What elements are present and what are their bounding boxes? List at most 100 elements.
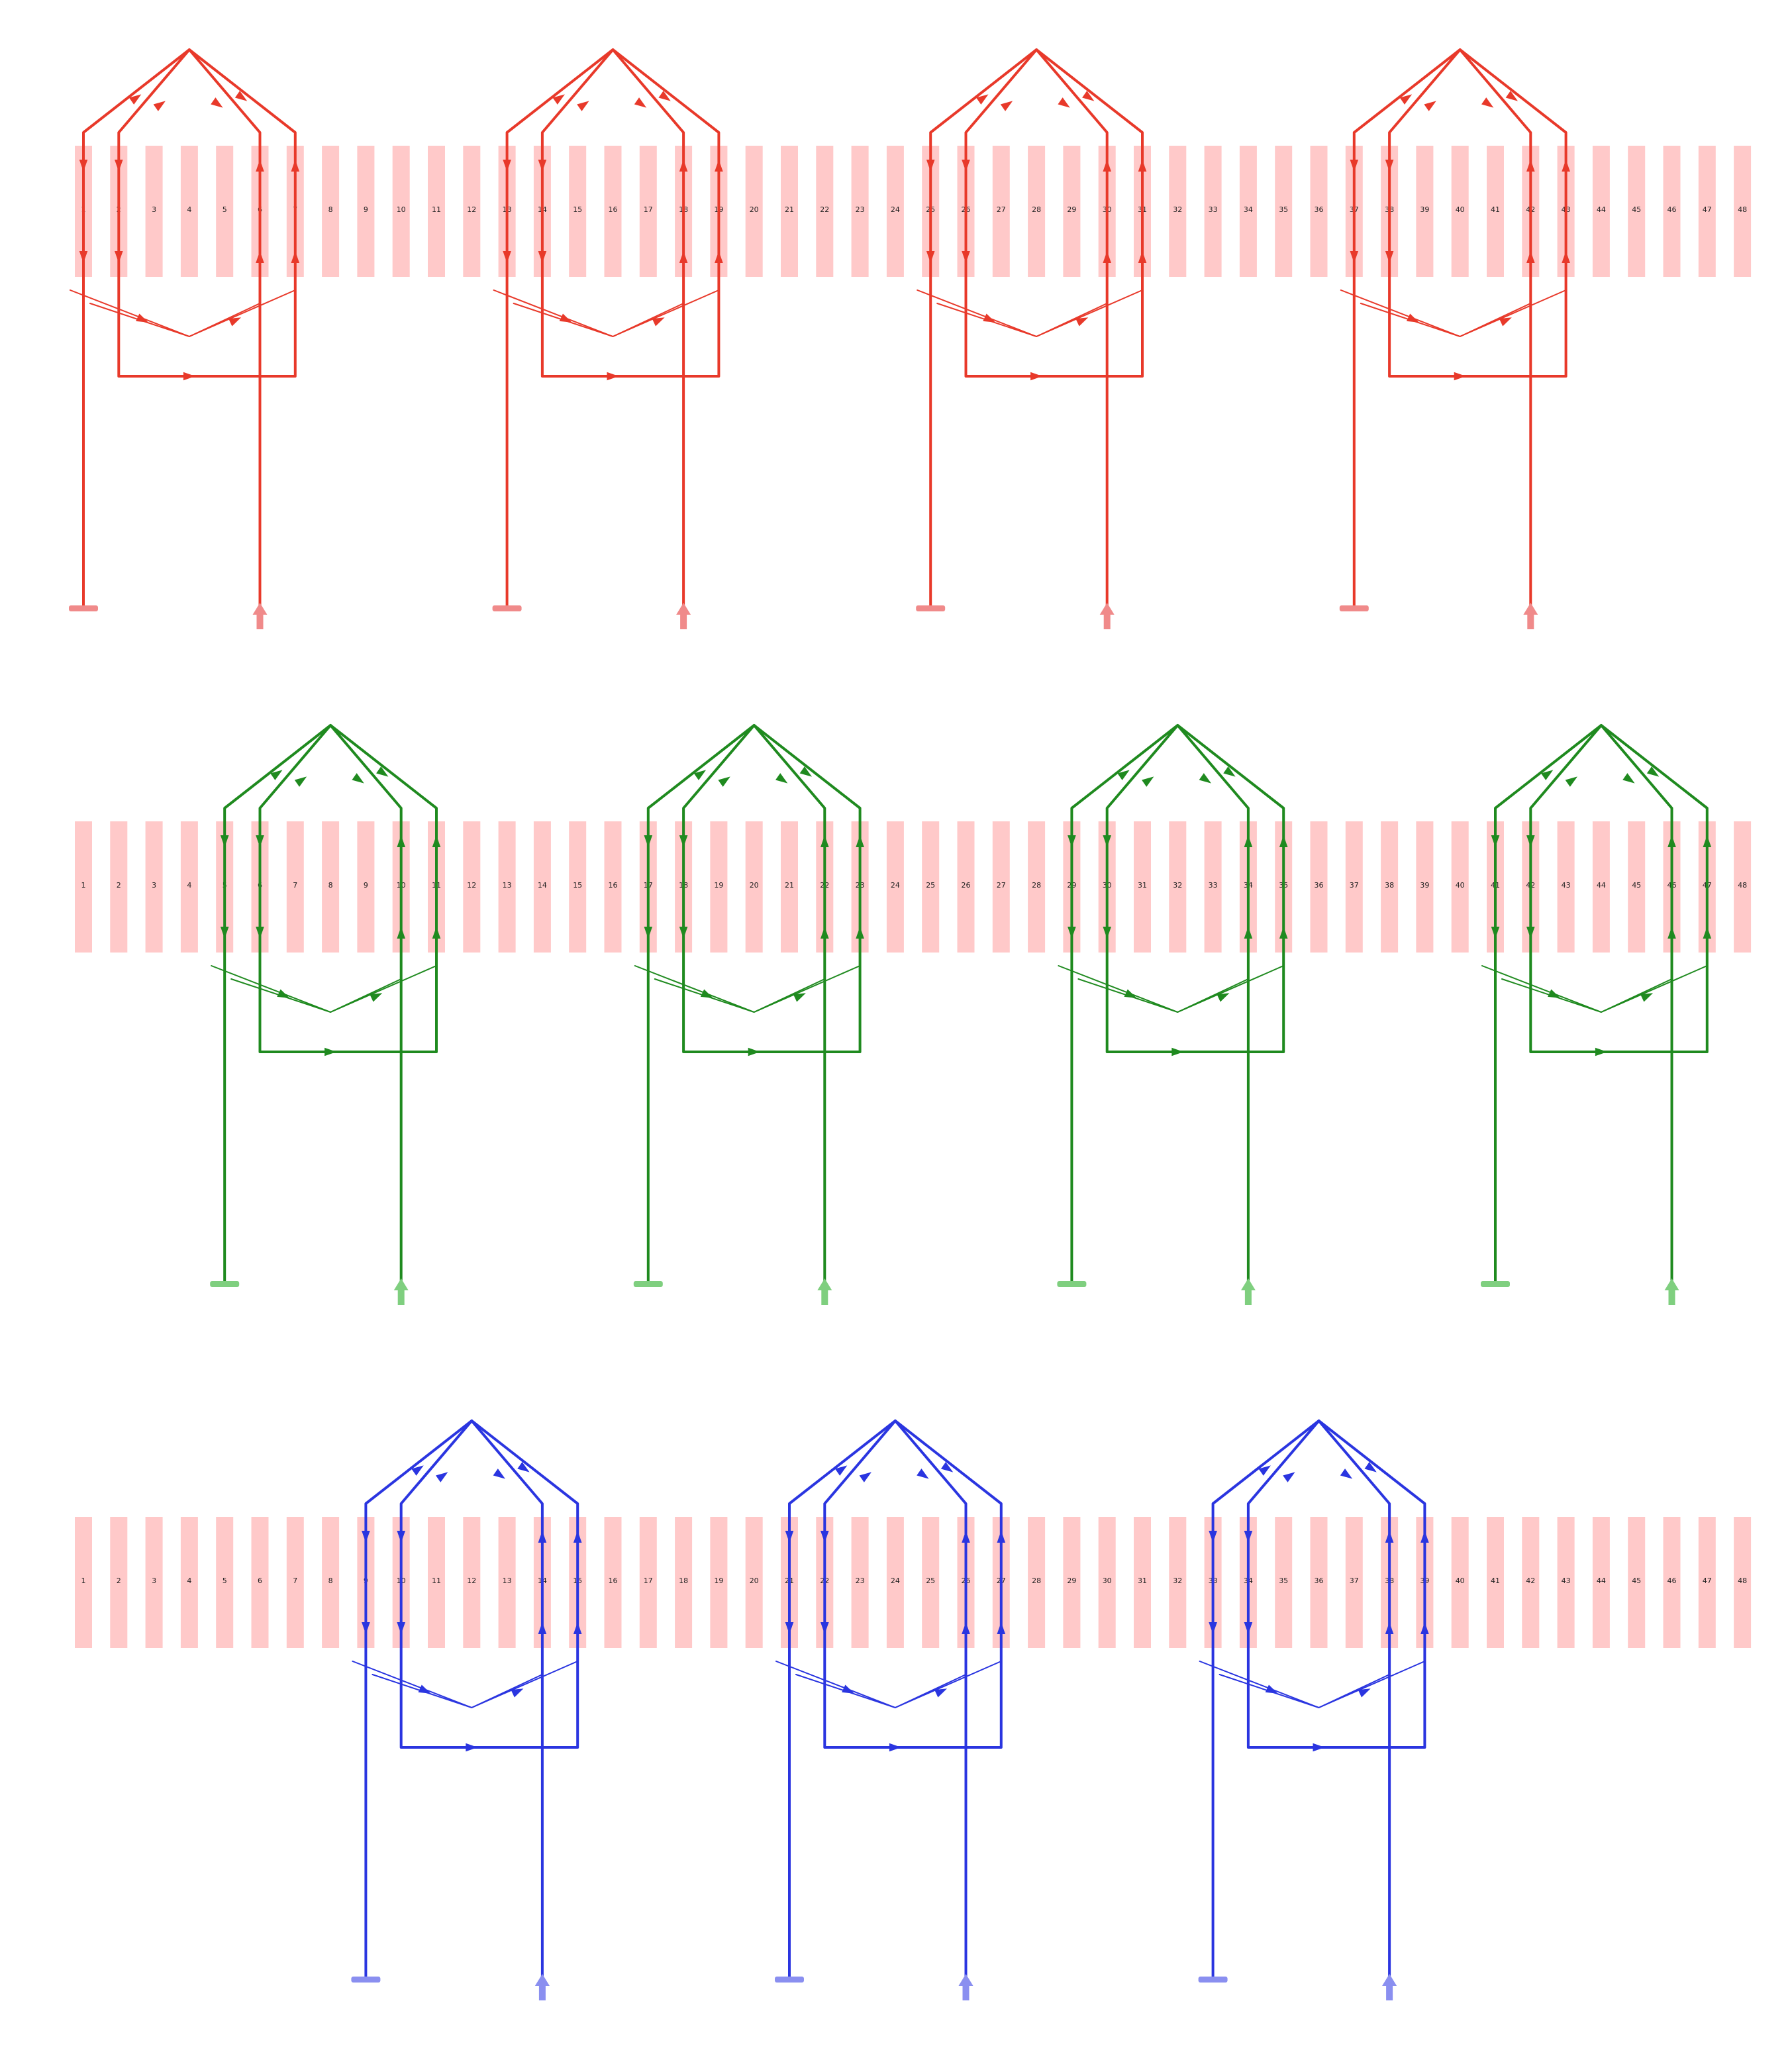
slot-number: 1 xyxy=(81,881,86,890)
direction-arrow-icon xyxy=(362,1531,370,1543)
direction-arrow-icon xyxy=(718,776,730,787)
slot xyxy=(851,146,869,277)
terminal-arrow-shape xyxy=(1523,603,1538,629)
arrow-head xyxy=(679,835,688,847)
slot xyxy=(1451,146,1469,277)
slot xyxy=(604,146,622,277)
terminal-bar-icon xyxy=(1198,1977,1228,1983)
arrow-head xyxy=(538,160,547,172)
slot xyxy=(1592,146,1610,277)
slot xyxy=(1628,1517,1646,1648)
direction-arrow-icon xyxy=(411,1465,424,1476)
direction-arrow-icon xyxy=(466,1743,478,1752)
arrow-head xyxy=(256,160,264,172)
slot xyxy=(1063,146,1081,277)
direction-arrow-icon xyxy=(1565,776,1577,787)
slot xyxy=(1063,1517,1081,1648)
direction-arrow-icon xyxy=(652,317,665,327)
direction-arrow-icon xyxy=(1350,160,1359,172)
arrow-head xyxy=(211,97,223,108)
slot xyxy=(1098,1517,1116,1648)
arrow-head xyxy=(1622,773,1635,784)
slot-number: 41 xyxy=(1491,205,1500,214)
arrow-head xyxy=(573,1622,582,1634)
slot-number: 40 xyxy=(1456,205,1465,214)
arrow-head xyxy=(1209,1531,1217,1543)
terminal-arrow-shape xyxy=(1099,603,1115,629)
slot-number: 40 xyxy=(1456,881,1465,890)
terminal-bar-icon xyxy=(775,1977,804,1983)
arrow-head xyxy=(1491,927,1500,939)
arrow-head xyxy=(183,372,195,381)
outer-coil-wire xyxy=(505,48,685,609)
slot-number: 21 xyxy=(785,205,794,214)
slot xyxy=(745,146,763,277)
slot-number: 15 xyxy=(573,205,582,214)
direction-arrow-icon xyxy=(1406,313,1419,323)
slot xyxy=(1698,146,1716,277)
slot-number: 17 xyxy=(644,1576,653,1585)
direction-arrow-icon xyxy=(889,1743,901,1752)
arrow-head xyxy=(1406,313,1419,323)
direction-arrow-icon xyxy=(1279,835,1288,847)
slot-number: 35 xyxy=(1279,1576,1288,1585)
slot-number: 31 xyxy=(1138,1576,1147,1585)
arrow-head xyxy=(291,251,300,263)
slot xyxy=(322,1517,340,1648)
slot xyxy=(1345,1517,1363,1648)
direction-arrow-icon xyxy=(1358,1688,1371,1698)
arrow-head xyxy=(1526,160,1535,172)
slot-number: 35 xyxy=(1279,205,1288,214)
arrow-head xyxy=(397,835,406,847)
slot-number: 28 xyxy=(1032,1576,1041,1585)
slot-number: 29 xyxy=(1067,205,1076,214)
direction-arrow-icon xyxy=(1283,1472,1295,1482)
direction-arrow-icon xyxy=(256,160,264,172)
arrow-head xyxy=(1265,1684,1278,1694)
direction-arrow-icon xyxy=(538,251,547,263)
direction-arrow-icon xyxy=(1364,1462,1377,1472)
direction-arrow-icon xyxy=(693,770,707,780)
arrow-head xyxy=(1385,1622,1394,1634)
arrow-head xyxy=(634,97,647,108)
slot xyxy=(1310,146,1328,277)
slot xyxy=(1416,146,1434,277)
arrow-head xyxy=(511,1688,524,1698)
slot-number: 20 xyxy=(750,881,759,890)
slot-number: 5 xyxy=(223,1576,227,1585)
slot xyxy=(1698,1517,1716,1648)
slot xyxy=(781,146,798,277)
slot-number: 23 xyxy=(856,1576,865,1585)
terminal-arrow-shape xyxy=(817,1278,832,1305)
direction-arrow-icon xyxy=(352,773,364,784)
slot-number: 28 xyxy=(1032,205,1041,214)
slot-number: 29 xyxy=(1067,1576,1076,1585)
direction-arrow-icon xyxy=(115,160,123,172)
arrow-head xyxy=(370,993,383,1002)
slot-number: 12 xyxy=(467,1576,476,1585)
arrow-head xyxy=(1258,1465,1271,1476)
end-connection-wire xyxy=(372,1674,543,1708)
slot-number: 22 xyxy=(820,205,829,214)
direction-arrow-icon xyxy=(1399,94,1413,105)
direction-arrow-icon xyxy=(573,1622,582,1634)
arrow-head xyxy=(785,1531,794,1543)
direction-arrow-icon xyxy=(679,835,688,847)
slot-number: 43 xyxy=(1562,1576,1571,1585)
slot-number: 39 xyxy=(1420,881,1429,890)
slot-number: 19 xyxy=(714,881,723,890)
direction-arrow-icon xyxy=(715,160,723,172)
arrow-head xyxy=(679,251,688,263)
direction-arrow-icon xyxy=(1058,97,1070,108)
slot xyxy=(886,1517,904,1648)
arrow-head xyxy=(418,1684,431,1694)
arrow-head xyxy=(718,776,730,787)
arrow-head xyxy=(917,1469,929,1479)
slot xyxy=(1487,1517,1504,1648)
inner-coil-wire xyxy=(964,48,1144,378)
arrow-head xyxy=(503,251,511,263)
arrow-head xyxy=(1350,160,1359,172)
slot-number: 26 xyxy=(962,881,971,890)
direction-arrow-icon xyxy=(1068,927,1076,939)
